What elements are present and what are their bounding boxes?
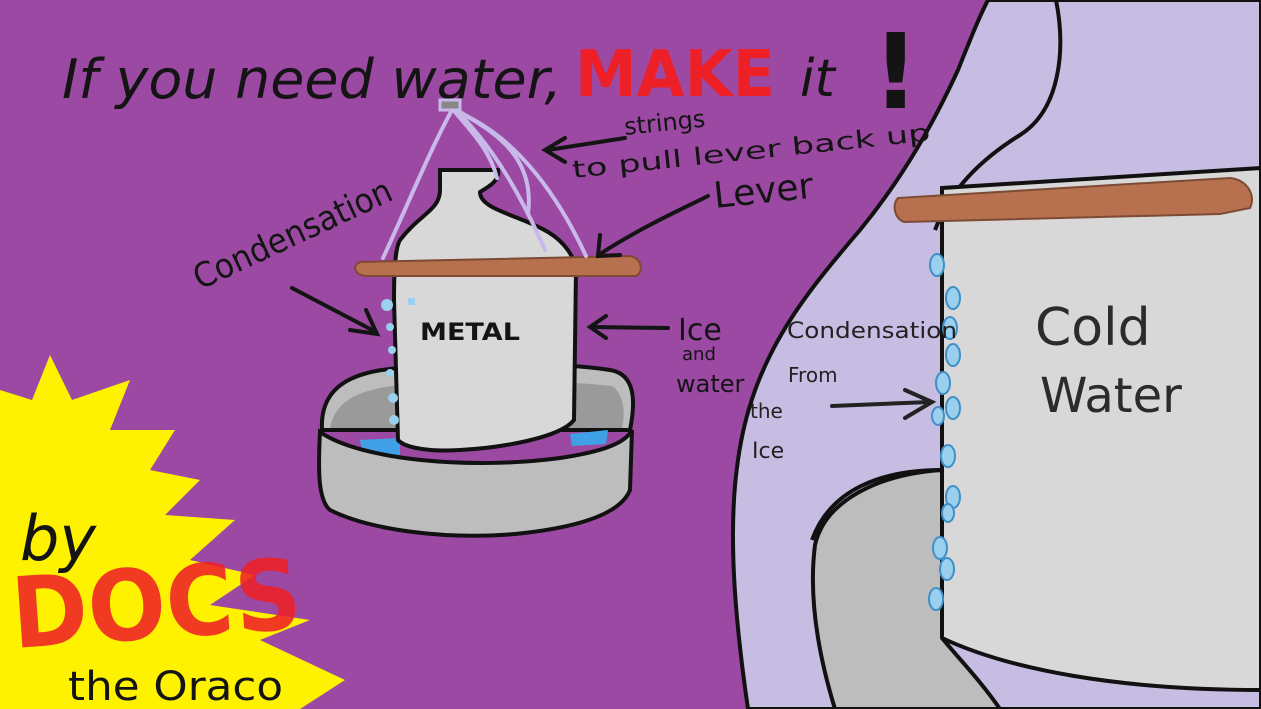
ice-label-line3: water	[676, 370, 745, 398]
credit-badge: by DOCS the Oraco	[0, 355, 345, 709]
title-prefix: If you need water,	[62, 48, 562, 111]
droplet	[945, 286, 961, 310]
closeup-arrow	[830, 388, 937, 420]
yellow-burst	[0, 355, 345, 709]
closeup-basin	[810, 467, 1003, 709]
lever	[354, 254, 642, 277]
title-bang: !	[872, 11, 919, 133]
droplet	[940, 444, 956, 468]
droplet	[935, 371, 951, 395]
ice-label-line2: and	[682, 344, 716, 365]
cold-water-label-line1: Cold	[1035, 298, 1151, 358]
credit-subtitle: the Oraco	[68, 664, 283, 709]
title-suffix: it	[800, 49, 836, 109]
basin-front	[317, 428, 634, 538]
droplet	[941, 503, 955, 523]
metal-jug	[391, 168, 579, 453]
cold-water-container	[940, 165, 1261, 693]
droplet	[388, 346, 396, 354]
closeup-condensation-line2: From	[788, 363, 838, 387]
closeup-basin-rim	[810, 468, 943, 541]
string-knot	[438, 98, 462, 112]
droplet	[389, 415, 399, 425]
lever-arrow	[595, 194, 710, 259]
droplet	[942, 316, 958, 340]
droplet	[931, 406, 945, 426]
droplet	[939, 557, 955, 581]
droplet	[929, 253, 945, 277]
strings-arrow	[541, 136, 627, 164]
droplet	[928, 587, 944, 611]
droplet	[388, 393, 398, 403]
ice-label-line1: Ice	[678, 313, 722, 348]
closeup-lever	[893, 176, 1253, 224]
droplet	[386, 323, 394, 331]
basin-water-right	[570, 430, 608, 446]
closeup-condensation-line4: Ice	[752, 439, 784, 464]
droplet	[945, 343, 961, 367]
droplet	[932, 536, 948, 560]
droplet	[945, 396, 961, 420]
cold-water-label-line2: Water	[1040, 368, 1182, 424]
closeup-view: Cold Water Condensation From the Ice	[730, 0, 1261, 709]
closeup-droplets	[928, 253, 961, 611]
credit-name: DOCS	[8, 538, 305, 672]
jug-droplets	[381, 298, 415, 425]
title: If you need water, MAKE it !	[62, 11, 919, 133]
metal-label: METAL	[420, 318, 520, 346]
condensation-arrow	[290, 286, 381, 337]
closeup-condensation-line1: Condensation	[787, 319, 957, 344]
strings	[381, 108, 588, 260]
ice-arrow	[586, 314, 670, 340]
droplet	[381, 299, 393, 311]
droplet	[408, 298, 415, 305]
closeup-condensation-line3: the	[750, 399, 783, 423]
title-emphasis: MAKE	[575, 38, 775, 112]
droplet	[386, 369, 394, 377]
apparatus: METAL	[317, 98, 642, 538]
credit-by: by	[20, 502, 97, 575]
